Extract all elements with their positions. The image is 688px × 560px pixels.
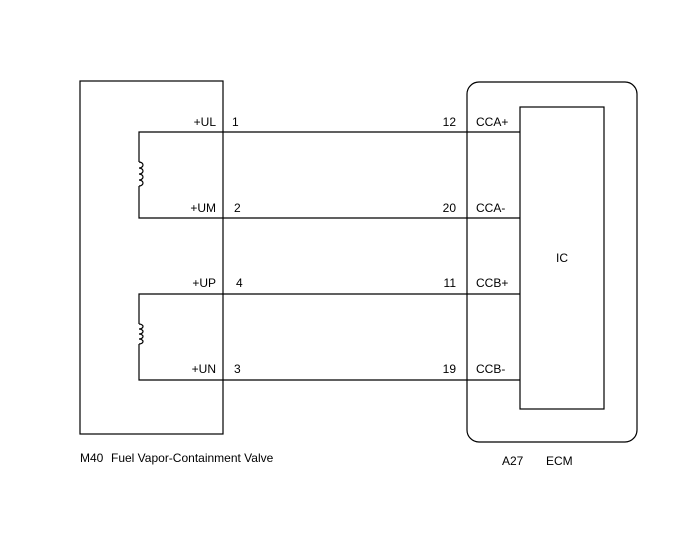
m40-code: M40 bbox=[80, 451, 104, 465]
coil-b-icon bbox=[138, 323, 144, 345]
m40-valve-box bbox=[79, 80, 224, 435]
ecm-pin-label: CCB+ bbox=[476, 276, 508, 290]
m40-pin-number: 1 bbox=[232, 115, 239, 129]
ecm-pin-label: CCA- bbox=[476, 201, 505, 215]
coil-b-circuit bbox=[138, 293, 223, 381]
ic-label: IC bbox=[556, 251, 568, 265]
a27-name: ECM bbox=[546, 454, 573, 468]
ecm-pin-number: 19 bbox=[443, 362, 457, 376]
ecm-pin-label: CCA+ bbox=[476, 115, 508, 129]
ecm-box bbox=[466, 81, 638, 443]
m40-name: Fuel Vapor-Containment Valve bbox=[111, 451, 274, 465]
ic-block bbox=[519, 106, 605, 410]
m40-pin-label: +UN bbox=[192, 362, 216, 376]
m40-pin-number: 3 bbox=[234, 362, 241, 376]
m40-pin-label: +UM bbox=[190, 201, 216, 215]
ecm-pin-label: CCB- bbox=[476, 362, 505, 376]
coil-a-circuit bbox=[138, 131, 223, 219]
m40-pin-number: 4 bbox=[236, 276, 243, 290]
m40-pin-label: +UL bbox=[194, 115, 217, 129]
ecm-pin-number: 20 bbox=[443, 201, 457, 215]
ecm-pin-number: 11 bbox=[444, 276, 457, 290]
m40-pin-label: +UP bbox=[192, 276, 216, 290]
ecm-pin-number: 12 bbox=[443, 115, 457, 129]
a27-code: A27 bbox=[502, 454, 524, 468]
coil-a-icon bbox=[138, 161, 144, 187]
m40-pin-number: 2 bbox=[234, 201, 241, 215]
